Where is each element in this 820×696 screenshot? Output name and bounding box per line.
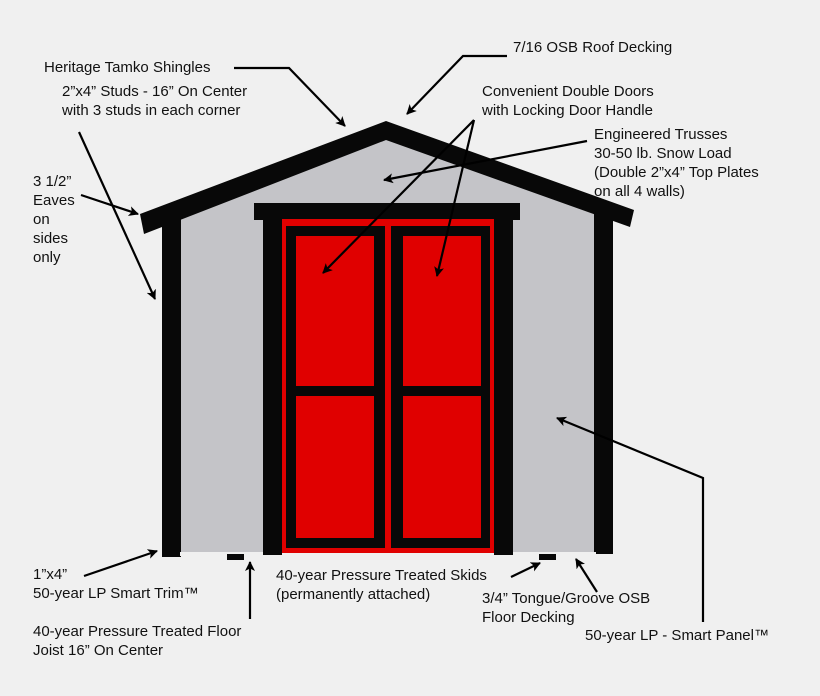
arrow-smart-panel [556,416,705,622]
left-door-upper-panel [296,236,374,386]
label-floor-decking: 3/4” Tongue/Groove OSB Floor Decking [482,590,651,626]
arrow-roof-decking [406,54,507,115]
label-eaves: 3 1/2” Eaves on sides only [33,173,75,266]
door-trim-left [263,218,282,555]
label-roof-decking: 7/16 OSB Roof Decking [513,39,673,56]
label-skids: 40-year Pressure Treated Skids (permanen… [276,567,487,603]
callout-arrows [77,54,705,622]
arrow-studs [77,131,157,300]
arrow-eaves [80,193,139,216]
arrow-shingles [234,66,346,127]
arrow-skids [510,562,541,578]
label-double-doors: Convenient Double Doors with Locking Doo… [482,83,654,119]
left-corner-trim [162,214,181,557]
arrow-door-left [322,119,475,274]
arrow-door-right [434,119,476,277]
right-door-lower-panel [403,396,481,538]
label-studs: 2”x4” Studs - 16” On Center with 3 studs… [62,83,248,119]
right-corner-trim [594,212,613,554]
right-door-upper-panel [403,236,481,386]
door-trim-right [494,218,513,555]
door-header [254,203,520,220]
label-shingles: Heritage Tamko Shingles [44,59,211,76]
roof [140,121,634,234]
arrow-floor-decking [575,558,598,593]
arrow-trusses [383,139,588,184]
skid-right [539,554,556,560]
skid-left [227,554,244,560]
label-smart-panel: 50-year LP - Smart Panel™ [585,627,769,644]
label-floor-joist: 40-year Pressure Treated Floor Joist 16”… [33,623,242,659]
left-door-lower-panel [296,396,374,538]
double-doors [282,219,494,553]
door-seam [386,226,390,548]
arrow-smart-trim [83,549,158,578]
label-trusses: Engineered Trusses 30-50 lb. Snow Load (… [594,126,759,200]
floor-base [180,552,596,556]
label-smart-trim: 1”x4” 50-year LP Smart Trim™ [33,566,199,602]
